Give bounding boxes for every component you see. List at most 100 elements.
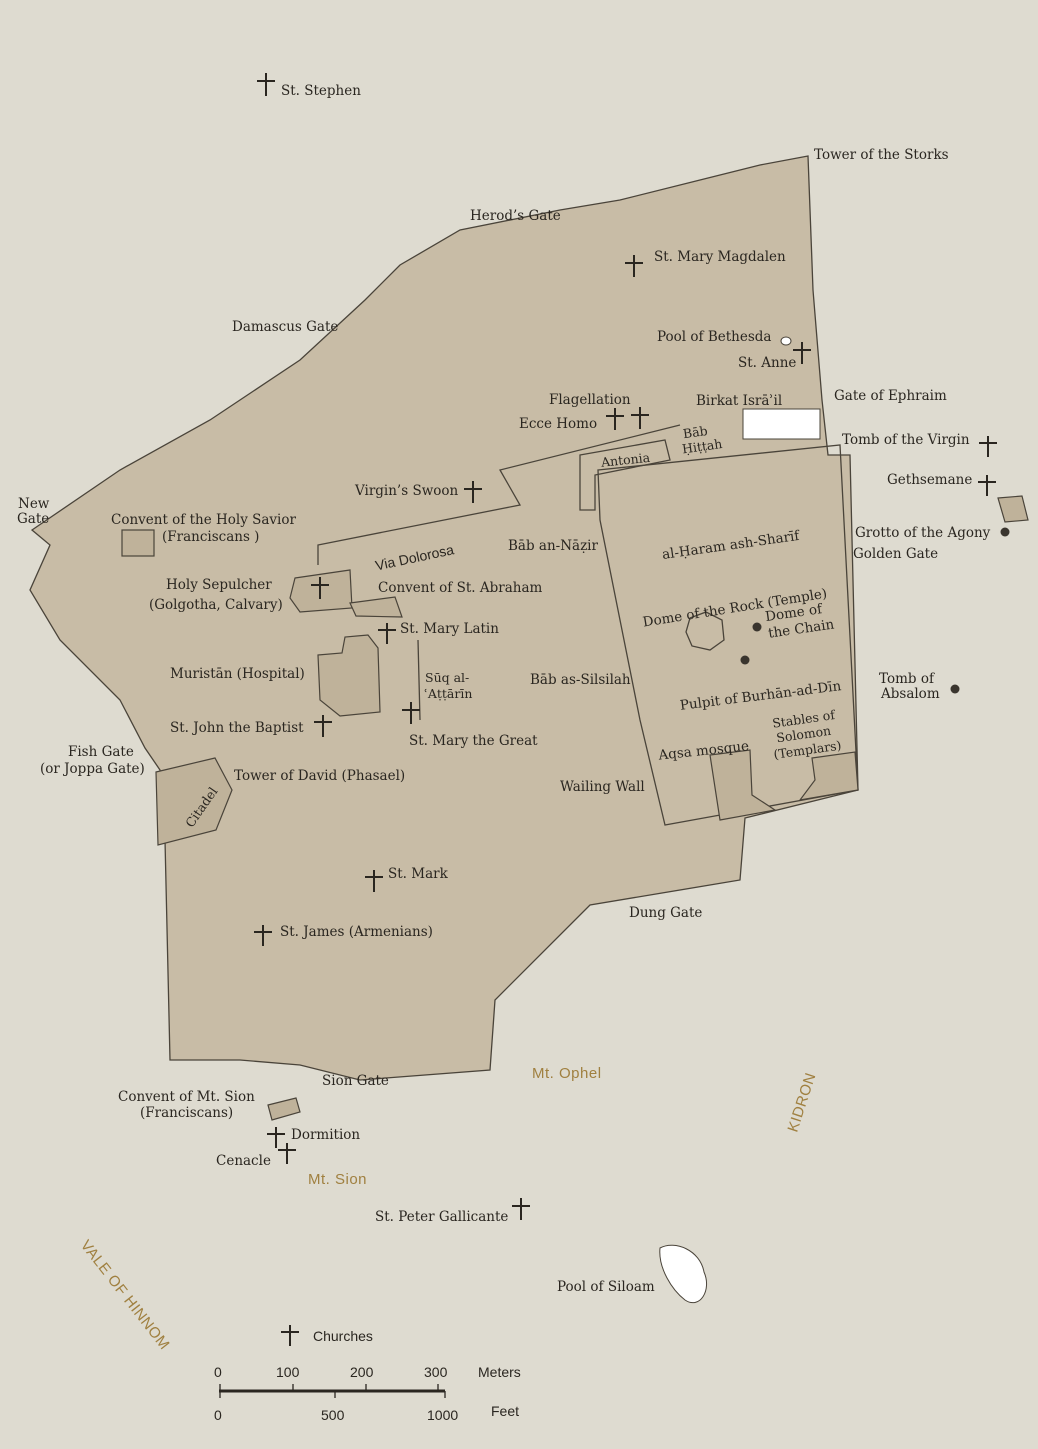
label-st-stephen: St. Stephen <box>281 83 361 99</box>
label-tomb-of-absalom-line1: Tomb of <box>879 671 935 687</box>
label-pool-of-bethesda: Pool of Bethesda <box>657 329 771 345</box>
label-fish-gate-line2: (or Joppa Gate) <box>40 761 145 777</box>
scale-meter-tick-0: 0 <box>214 1364 222 1380</box>
convent-sion-building <box>267 1097 301 1121</box>
label-pool-of-siloam: Pool of Siloam <box>557 1279 655 1295</box>
church-cross-icon <box>512 1198 530 1220</box>
convent-holy-savior-building <box>121 529 155 557</box>
label-gethsemane: Gethsemane <box>887 472 972 488</box>
label-holy-sepulcher-line1: Holy Sepulcher <box>166 577 272 593</box>
label-flagellation: Flagellation <box>549 392 631 408</box>
label-grotto-of-the-agony: Grotto of the Agony <box>855 525 991 541</box>
label-mt-ophel: Mt. Ophel <box>532 1065 602 1082</box>
via-dolorosa-route <box>317 424 681 565</box>
label-stables-of-solomon: Stables of Solomon (Templars) <box>771 707 842 762</box>
church-cross-icon <box>631 407 649 429</box>
label-convent-holy-savior-line2: (Franciscans ) <box>162 529 259 545</box>
church-cross-icon <box>278 1143 296 1164</box>
label-st-mary-latin: St. Mary Latin <box>400 621 499 637</box>
label-tomb-of-the-virgin: Tomb of the Virgin <box>842 432 970 448</box>
label-suq-line1: Sūq al- <box>425 670 469 685</box>
stables-solomon-building <box>798 751 859 801</box>
muristan-building <box>317 634 381 717</box>
label-st-mary-the-great: St. Mary the Great <box>409 733 538 749</box>
label-mt-sion: Mt. Sion <box>308 1171 367 1188</box>
church-cross-icon <box>402 702 420 724</box>
citadel-building <box>155 757 233 846</box>
label-golden-gate: Golden Gate <box>853 546 938 562</box>
label-tomb-of-absalom-line2: Absalom <box>880 686 940 702</box>
label-holy-sepulcher-line2: (Golgotha, Calvary) <box>149 597 283 613</box>
label-bab-as-silsilah: Bāb as-Silsilah <box>530 672 631 688</box>
old-city-walled-area <box>29 155 859 1081</box>
legend: Churches 0 100 200 300 Meters 0 500 1000… <box>214 1325 521 1423</box>
label-ecce-homo: Ecce Homo <box>519 416 597 432</box>
church-cross-icon <box>978 475 996 496</box>
scale-meter-tick-200: 200 <box>350 1364 374 1380</box>
church-cross-icon <box>311 577 329 599</box>
haram-enclosure-wall <box>597 444 859 826</box>
label-tower-of-david: Tower of David (Phasael) <box>234 768 405 784</box>
label-suq-line2: ʿAṭṭārīn <box>424 686 472 701</box>
legend-church-cross-icon <box>281 1325 299 1346</box>
label-virgins-swoon: Virgin’s Swoon <box>354 483 459 499</box>
label-convent-mt-sion-line1: Convent of Mt. Sion <box>118 1089 255 1105</box>
label-convent-of-st-abraham: Convent of St. Abraham <box>378 580 542 596</box>
convent-abraham-building <box>349 596 403 618</box>
scale-meter-tick-300: 300 <box>424 1364 448 1380</box>
church-cross-icon <box>979 436 997 457</box>
pool-of-siloam <box>659 1244 708 1303</box>
label-cenacle: Cenacle <box>216 1153 271 1169</box>
aqsa-mosque-building <box>709 749 777 821</box>
label-convent-mt-sion-line2: (Franciscans) <box>140 1105 233 1121</box>
label-wailing-wall: Wailing Wall <box>560 779 645 795</box>
church-cross-icon <box>365 870 383 892</box>
antonia-wall <box>579 439 671 511</box>
church-cross-icon <box>464 481 482 503</box>
scale-meter-tick-100: 100 <box>276 1364 300 1380</box>
legend-churches: Churches <box>313 1328 373 1344</box>
label-convent-holy-savior-line1: Convent of the Holy Savior <box>111 512 296 528</box>
grotto-agony-dot <box>1000 527 1010 537</box>
birkat-israil-pool <box>742 408 821 440</box>
label-st-mary-magdalen: St. Mary Magdalen <box>654 249 786 265</box>
church-cross-icon <box>378 623 396 644</box>
scale-feet-tick-500: 500 <box>321 1407 345 1423</box>
label-st-anne: St. Anne <box>738 355 796 371</box>
label-st-mark: St. Mark <box>388 866 449 882</box>
label-herods-gate: Herod’s Gate <box>470 208 561 224</box>
suq-street-line <box>417 639 421 721</box>
label-sion-gate: Sion Gate <box>322 1073 389 1089</box>
church-cross-icon <box>606 408 624 430</box>
label-fish-gate-line1: Fish Gate <box>68 744 134 760</box>
label-antonia: Antonia <box>599 450 651 470</box>
scale-feet-tick-0: 0 <box>214 1407 222 1423</box>
label-bab-hittah: Bāb Ḥiṭṭah <box>681 423 723 457</box>
label-st-john-the-baptist: St. John the Baptist <box>170 720 304 736</box>
scale-feet-label: Feet <box>491 1403 519 1419</box>
label-tower-of-the-storks: Tower of the Storks <box>814 147 949 163</box>
label-st-james: St. James (Armenians) <box>280 924 433 940</box>
svg-text:Ḥiṭṭah: Ḥiṭṭah <box>681 436 723 456</box>
label-gate-of-ephraim: Gate of Ephraim <box>834 388 947 404</box>
label-muristan: Muristān (Hospital) <box>170 666 305 682</box>
label-birkat-israil: Birkat Isrāʾil <box>696 393 782 409</box>
label-bab-an-nazir: Bāb an-Nāẓir <box>508 538 598 554</box>
church-cross-icon <box>314 715 332 737</box>
gethsemane-building <box>997 495 1029 523</box>
church-cross-icon <box>257 73 275 96</box>
dome-chain-dot <box>752 622 762 632</box>
label-dung-gate: Dung Gate <box>629 905 702 921</box>
church-cross-icon <box>267 1127 285 1148</box>
church-cross-icon <box>793 342 811 364</box>
tomb-absalom-dot <box>950 684 960 694</box>
label-new-gate-line1: New <box>18 496 50 512</box>
label-damascus-gate: Damascus Gate <box>232 319 338 335</box>
dome-of-the-rock-octagon <box>685 611 725 651</box>
scale-meters-label: Meters <box>478 1364 521 1380</box>
pool-of-bethesda <box>780 336 792 346</box>
label-new-gate-line2: Gate <box>17 511 49 527</box>
label-st-peter-gallicante: St. Peter Gallicante <box>375 1209 508 1225</box>
scale-feet-tick-1000: 1000 <box>427 1407 458 1423</box>
